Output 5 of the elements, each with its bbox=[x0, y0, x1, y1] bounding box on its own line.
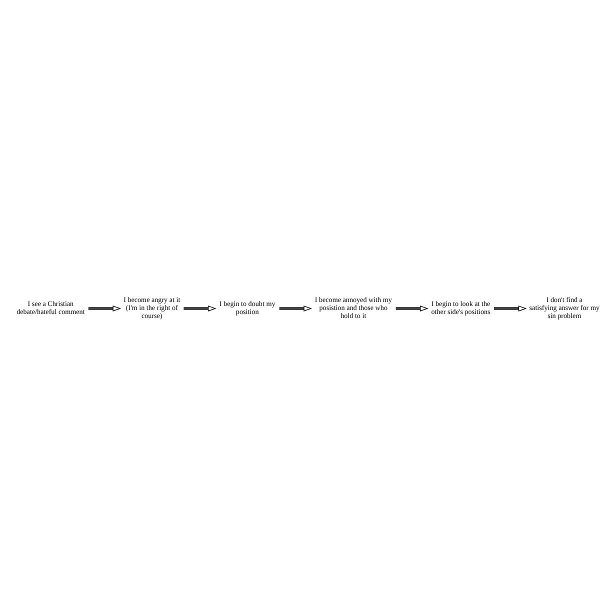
arrow bbox=[88, 305, 122, 311]
arrow bbox=[183, 305, 216, 311]
arrow bbox=[494, 305, 527, 311]
arrow bbox=[278, 305, 312, 311]
arrow bbox=[396, 305, 428, 311]
